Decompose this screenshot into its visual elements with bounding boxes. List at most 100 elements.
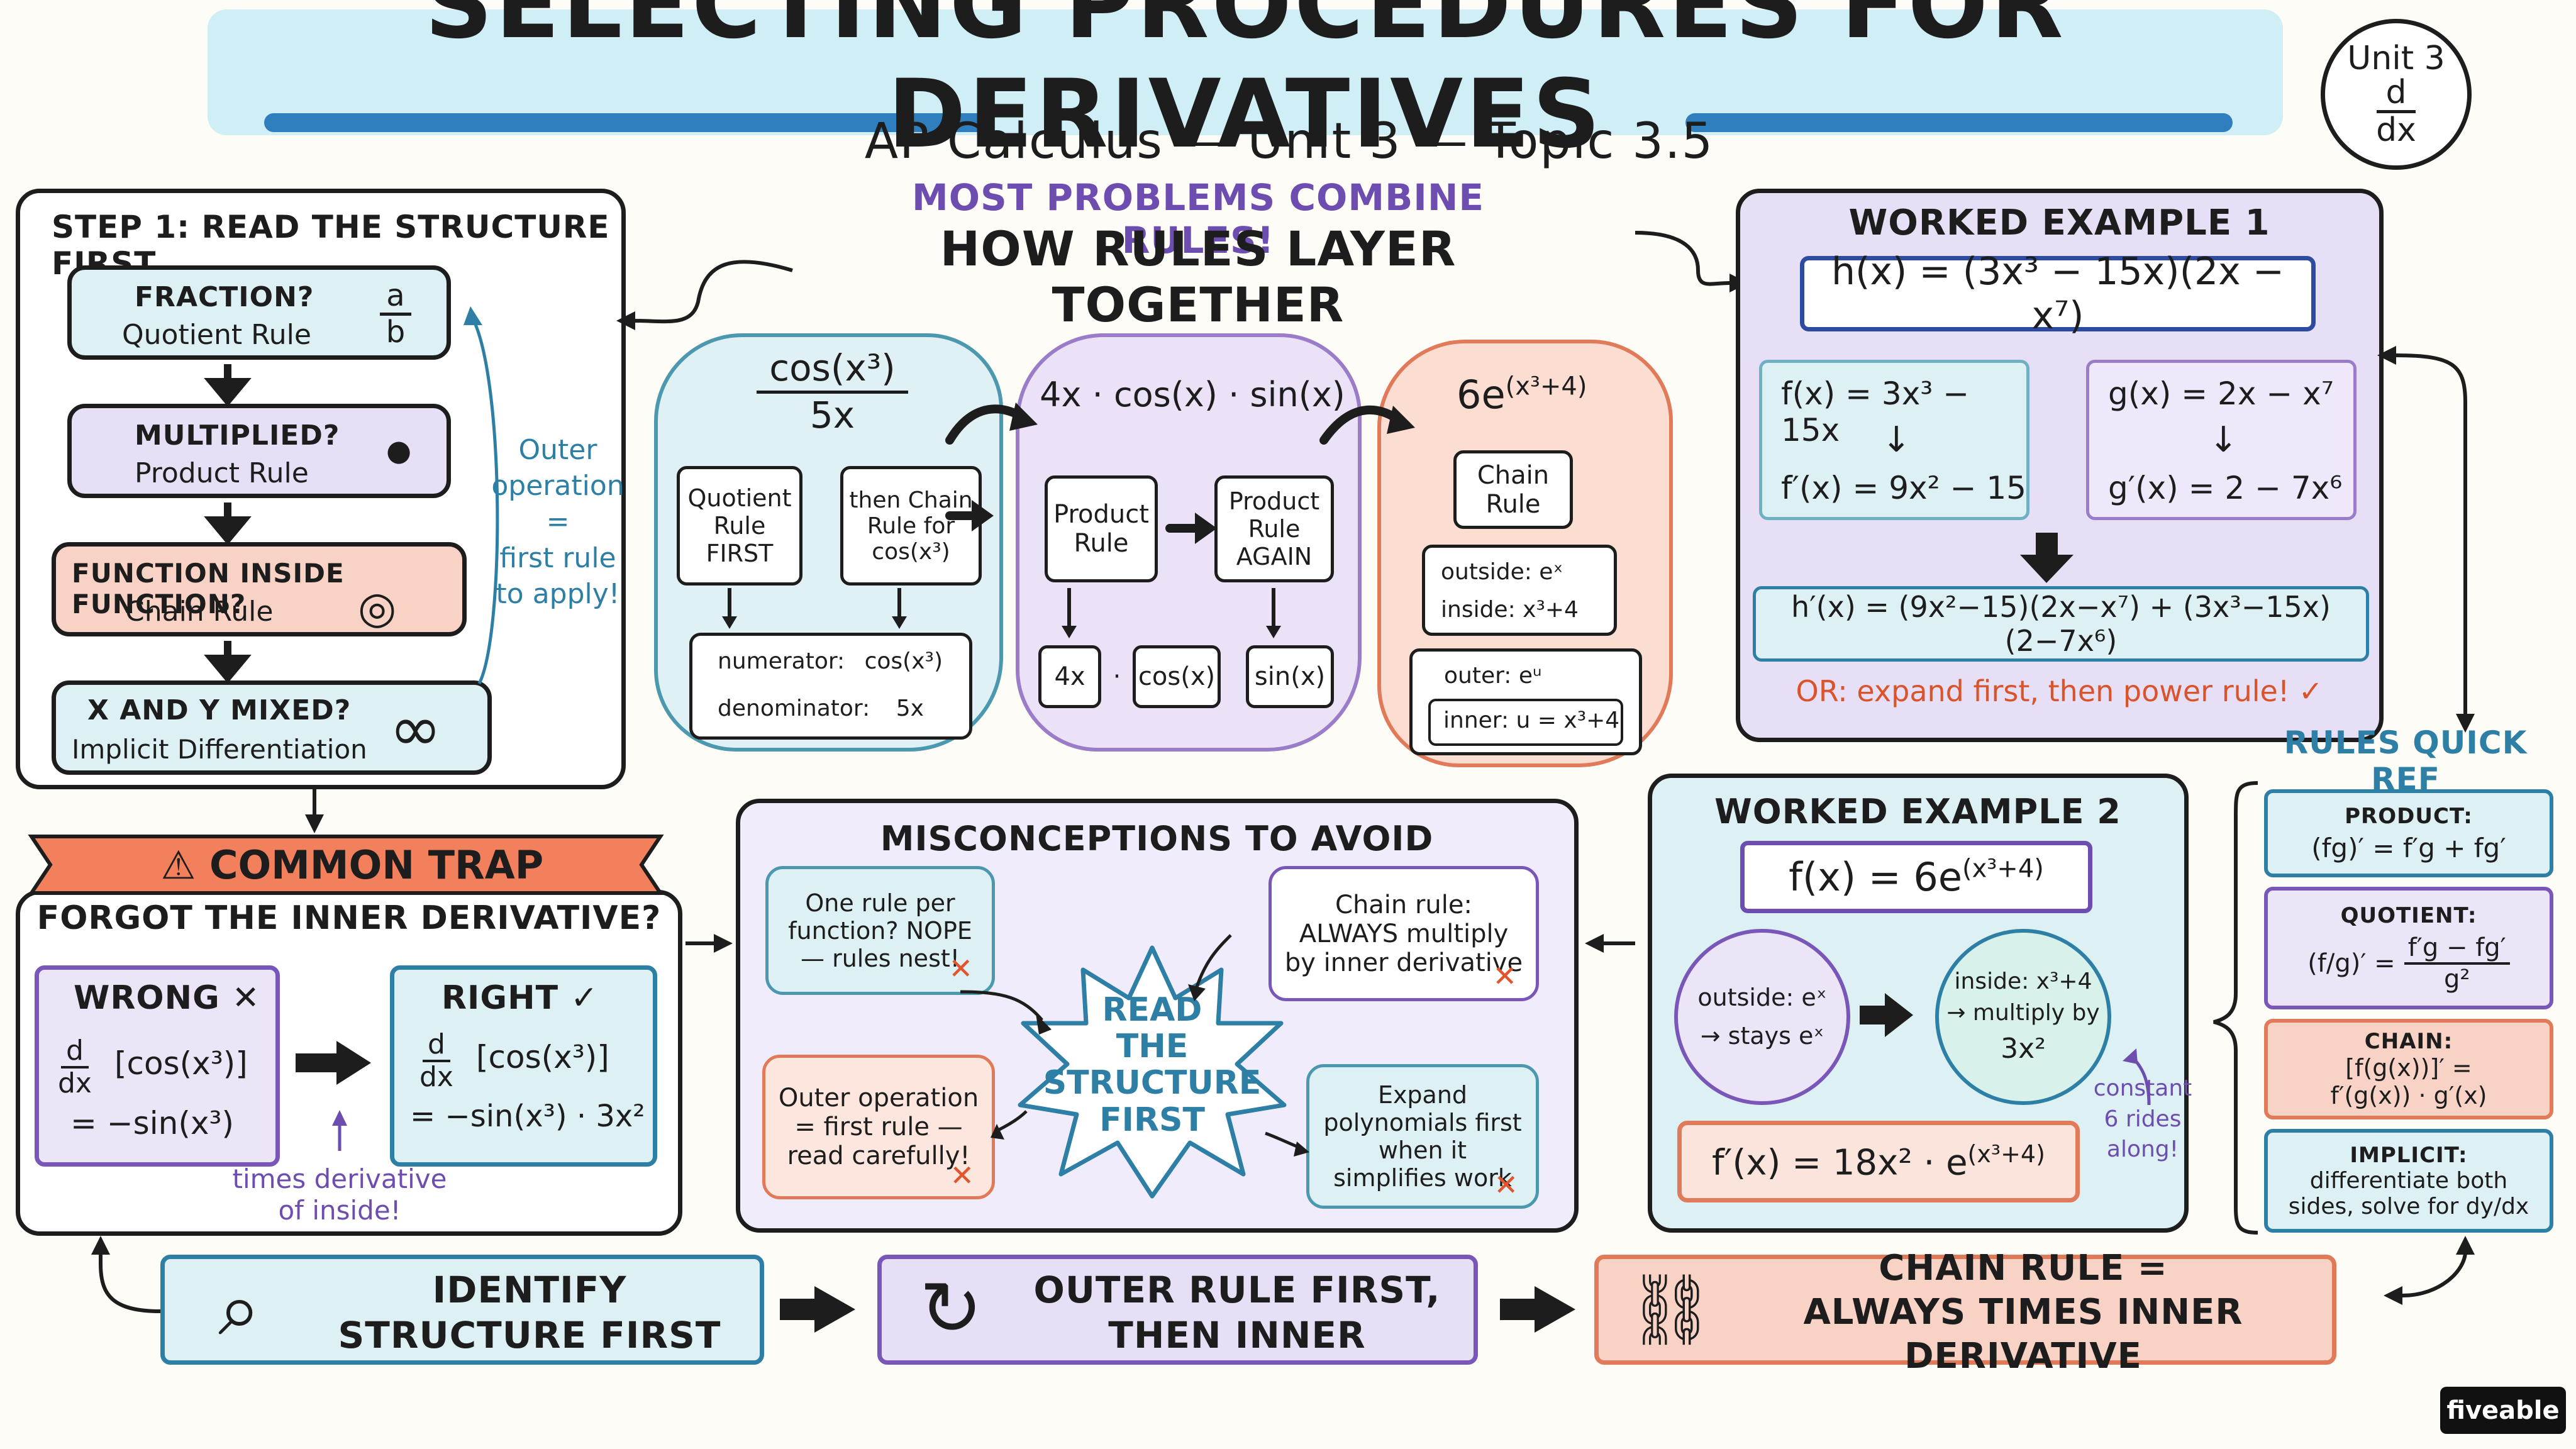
cloud1-denominator: 5x	[809, 393, 855, 436]
chain-rule-text: Chain Rule	[1477, 460, 1550, 519]
ex2-arrow	[1860, 993, 2151, 1106]
ex1-g-arrow: ↓	[2209, 419, 2238, 460]
trap-banner-text: COMMON TRAP	[209, 841, 544, 888]
wrong-title: WRONG ✕	[74, 979, 260, 1017]
ex2-constant-note: constant 6 rides along!	[2093, 1074, 2192, 1165]
outer-note-line-4: first rule	[499, 541, 616, 574]
implicit-box: x AND y MIXED? Implicit Differentiation …	[52, 680, 492, 775]
multiplied-box: MULTIPLIED? Product Rule ●	[67, 404, 451, 498]
ex1-f-arrow: ↓	[1882, 419, 1911, 460]
right-d: d	[423, 1029, 450, 1063]
ex1-g-box: g(x) = 2x − x⁷ ↓ g′(x) = 2 − 7x⁶	[2086, 360, 2357, 520]
fiveable-logo-text: fiveable	[2446, 1396, 2560, 1425]
trap-question: FORGOT THE INNER DERIVATIVE?	[36, 899, 662, 937]
ref-quotient: QUOTIENT: (f/g)′ = f′g − fg′ g²	[2264, 887, 2553, 1009]
numerator-denominator-box: numerator: cos(x³) denominator: 5x	[689, 633, 972, 740]
ex1-merge-arrow	[2020, 533, 2074, 583]
read-structure-center: READ THE STRUCTURE FIRST	[1043, 992, 1262, 1139]
numerator-value: cos(x³)	[864, 648, 943, 674]
outer-note-line-5: to apply!	[496, 577, 620, 610]
unit-badge-d: d	[2377, 75, 2416, 113]
magnifier-icon: ⌕	[218, 1265, 261, 1353]
misc-title: MISCONCEPTIONS TO AVOID	[880, 819, 1434, 858]
misconceptions-panel: MISCONCEPTIONS TO AVOID One rule per fun…	[736, 799, 1579, 1233]
right-expr: [cos(x³)]	[476, 1039, 609, 1075]
misc-chain-text: Chain rule: ALWAYS multiply by inner der…	[1284, 890, 1523, 977]
fraction-icon-bottom: b	[386, 314, 406, 350]
product-again-text: Product Rule AGAIN	[1228, 487, 1320, 570]
ex1-title: WORKED EXAMPLE 1	[1848, 203, 2270, 243]
center-line-3: STRUCTURE	[1043, 1064, 1262, 1102]
misc-chain-x: ✕	[1492, 959, 1517, 993]
factor-4x: 4x	[1038, 645, 1101, 708]
title-underline-right	[1685, 113, 2233, 132]
misc-outer-op-text: Outer operation = first rule — read care…	[778, 1084, 979, 1170]
fraction-label: FRACTION?	[135, 281, 314, 313]
misc-outer-op-x: ✕	[950, 1158, 974, 1192]
misc-expand: Expand polynomials first when it simplif…	[1306, 1064, 1539, 1209]
ex2-f: f(x) = 6e(x³+4)	[1740, 841, 2092, 913]
step1-panel: STEP 1: READ THE STRUCTURE FIRST FRACTIO…	[16, 189, 626, 789]
worked-example-1: WORKED EXAMPLE 1 h(x) = (3x³ − 15x)(2x −…	[1736, 189, 2384, 742]
dot-icon: ●	[386, 433, 412, 467]
ex1-hp: h′(x) = (9x²−15)(2x−x⁷) + (3x³−15x)(2−7x…	[1753, 586, 2369, 662]
ex2-note-line-2: 6 rides	[2104, 1106, 2182, 1132]
ex2-inside-line-2: → multiply by	[1946, 1000, 2100, 1026]
ex1-note: OR: expand first, then power rule! ✓	[1796, 674, 2323, 708]
footer-outer-first: ↻ OUTER RULE FIRST, THEN INNER	[877, 1255, 1478, 1365]
then-chain-box: then Chain Rule for cos(x³)	[840, 466, 982, 586]
ex1-gp: g′(x) = 2 − 7x⁶	[2108, 470, 2343, 506]
ex1-f-box: f(x) = 3x³ − 15x ↓ f′(x) = 9x² − 15	[1759, 360, 2029, 520]
denominator-value: 5x	[896, 696, 924, 721]
ref-chain-line-2: f′(g(x)) · g′(x)	[2330, 1082, 2487, 1109]
fraction-icon-top: a	[380, 279, 411, 316]
multiplied-rule: Product Rule	[135, 457, 309, 489]
right-result: = −sin(x³) · 3x²	[410, 1099, 645, 1134]
target-icon: ◎	[358, 582, 397, 633]
fraction-box: FRACTION? Quotient Rule a b	[67, 265, 451, 360]
ref-product-label: PRODUCT:	[2345, 803, 2473, 829]
ex2-note-line-1: constant	[2093, 1075, 2192, 1101]
factor-cos: cos(x)	[1133, 645, 1221, 708]
chain-rule-box: Chain Rule	[1453, 450, 1573, 529]
footer-identify-text: IDENTIFY STRUCTURE FIRST	[309, 1265, 750, 1360]
inside-note-line-1: times derivative	[232, 1163, 447, 1194]
ex2-note-line-3: along!	[2106, 1136, 2179, 1163]
right-derivative-op: d dx	[419, 1029, 453, 1093]
cloud1-numerator: cos(x³)	[757, 347, 908, 394]
outer-operation-note: Outer operation = first rule to apply!	[491, 432, 624, 612]
product-rule-box: Product Rule	[1045, 475, 1158, 582]
ref-implicit-line-1: differentiate both	[2309, 1167, 2508, 1194]
spiral-icon: ↻	[919, 1265, 983, 1353]
footer-chain-line-2: ALWAYS TIMES INNER DERIVATIVE	[1803, 1292, 2243, 1377]
ref-chain-line-1: [f(g(x))]′ =	[2345, 1054, 2472, 1082]
denominator-row: denominator: 5x	[718, 696, 924, 721]
ref-implicit-line-2: sides, solve for dy/dx	[2288, 1193, 2529, 1219]
footer-identify-line-1: IDENTIFY	[432, 1268, 627, 1311]
read-structure-star	[1018, 945, 1287, 1199]
center-line-2: THE	[1116, 1028, 1189, 1066]
ref-chain: CHAIN: [f(g(x))]′ = f′(g(x)) · g′(x)	[2264, 1019, 2553, 1119]
cloud-quotient: cos(x³) 5x Quotient Rule FIRST then Chai…	[654, 333, 1003, 752]
then-chain-text: then Chain Rule for cos(x³)	[849, 487, 973, 565]
combine-banner-text: MOST PROBLEMS COMBINE RULES!	[911, 175, 1485, 262]
center-line-4: FIRST	[1099, 1101, 1205, 1139]
footer-outer-line-2: THEN INNER	[1108, 1314, 1366, 1357]
wrong-result: = −sin(x³)	[70, 1105, 234, 1141]
worked-example-2: WORKED EXAMPLE 2 f(x) = 6e(x³+4) outside…	[1648, 774, 2192, 1233]
inner-text: inner: u = x³+4	[1443, 708, 1620, 733]
cloud-chain: 6e(x³+4) Chain Rule outside: eˣ inside: …	[1377, 340, 1673, 767]
ex2-result-base: f′(x) = 18x² · e	[1712, 1142, 1968, 1184]
misc-outer-op: Outer operation = first rule — read care…	[762, 1055, 995, 1199]
cloud3-expression: 6e(x³+4)	[1457, 372, 1587, 418]
ex1-fp: f′(x) = 9x² − 15	[1781, 470, 2026, 506]
footer-outer-line-1: OUTER RULE FIRST,	[1033, 1268, 1441, 1311]
cloud-product: 4x · cos(x) · sin(x) Product Rule Produc…	[1016, 333, 1362, 752]
misc-one-rule: One rule per function? NOPE — rules nest…	[765, 866, 995, 995]
